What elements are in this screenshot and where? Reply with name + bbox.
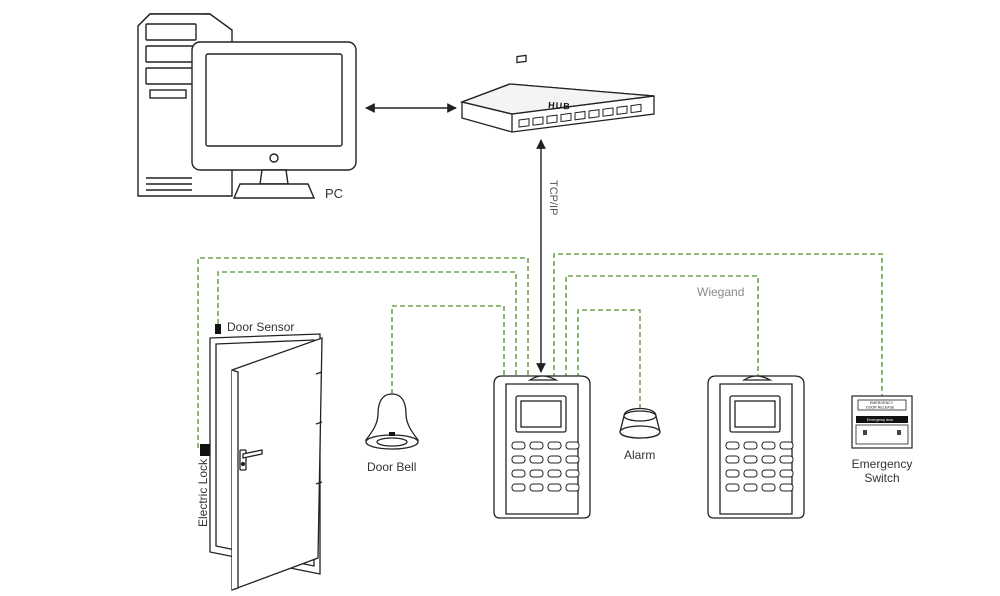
hub-icon [459,54,655,133]
wiegand-label: Wiegand [697,285,745,299]
electric-lock-icon [200,444,210,456]
hub-ports [516,54,527,64]
emergency-switch-label-line2: Switch [864,471,900,485]
hub-label: HUB [548,100,571,112]
pc-label: PC [325,186,344,201]
door-sensor-icon [215,324,221,334]
wire-door-sensor [217,271,517,378]
tcp-ip-label: TCP/IP [547,180,559,216]
electric-lock-label: Electric Lock [196,458,210,527]
alarm-label: Alarm [624,448,656,462]
wire-electric-lock [197,257,529,448]
door-bell-icon [364,393,420,450]
emergency-switch-label-line1: Emergency [851,457,913,471]
emergency-panel-bar: Emergency door [867,418,894,422]
second-reader-icon [707,375,805,519]
wire-door-bell [391,305,505,394]
wire-emergency-switch [553,253,883,396]
door-sensor-label: Door Sensor [227,320,295,334]
second-reader-keypad [725,441,794,492]
wiring [197,253,883,448]
main-reader-keypad [511,441,580,492]
wire-alarm [577,309,641,408]
door-icon [209,333,323,591]
emergency-switch-icon [851,395,913,449]
main-reader-icon [493,375,591,519]
alarm-icon [619,407,661,439]
wire-wiegand [565,275,759,378]
emergency-switch-label: Emergency Switch [846,457,918,485]
door-bell-label: Door Bell [367,460,417,474]
pc-monitor-icon [191,41,357,199]
emergency-panel-title-1: EMERGENCY [870,401,894,405]
emergency-panel-title-2: DOOR RELEASE [866,406,895,410]
